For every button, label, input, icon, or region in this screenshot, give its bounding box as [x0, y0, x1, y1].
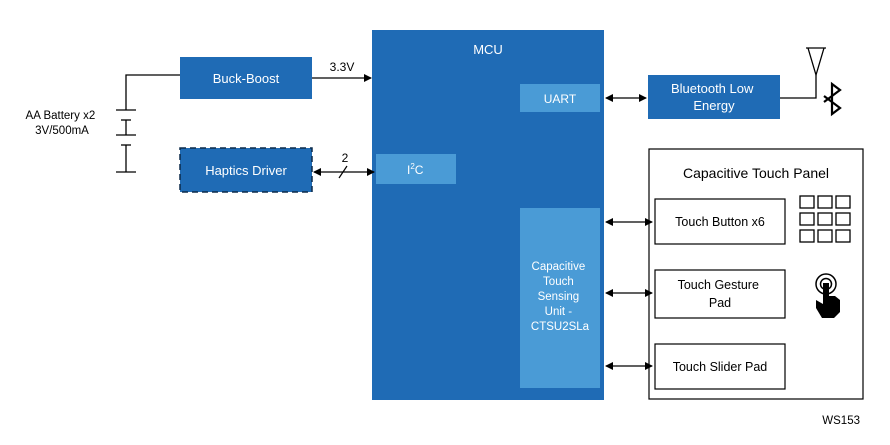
touch-gesture-label: Touch Gesture Pad — [678, 278, 763, 310]
ble-block — [648, 75, 780, 119]
ctsu-line: Capacitive — [532, 261, 586, 273]
touch-gesture-block — [654, 269, 786, 319]
touch-slider-label: Touch Slider Pad — [673, 360, 768, 374]
haptics-label: Haptics Driver — [205, 163, 287, 178]
uart-label: UART — [544, 92, 577, 106]
touch-button-block — [654, 198, 786, 245]
ctsu-line: Unit - — [545, 306, 573, 318]
battery-label: AA Battery x2 3V/500mA — [26, 110, 99, 137]
uart-block — [520, 84, 600, 112]
ctsu-line: CTSU2SLa — [531, 321, 590, 333]
buck-boost-label: Buck-Boost — [213, 71, 280, 86]
ctsu-label: Capacitive Touch Sensing Unit - CTSU2SLa — [531, 261, 590, 333]
battery-symbol — [116, 74, 180, 173]
figure-id: WS153 — [822, 415, 860, 427]
voltage-label: 3.3V — [330, 60, 355, 74]
ctsu-line: Touch — [543, 276, 574, 288]
ctsu-block — [520, 208, 600, 388]
touch-gesture-icon — [815, 273, 840, 318]
mcu-title: MCU — [473, 42, 503, 57]
touch-slider-block — [654, 343, 786, 390]
haptics-block — [179, 147, 313, 193]
i2c-block — [376, 154, 456, 184]
antenna-icon — [780, 47, 826, 99]
touch-button-label: Touch Button x6 — [675, 215, 765, 229]
bluetooth-icon — [823, 81, 842, 117]
ctsu-line: Sensing — [538, 291, 580, 303]
touch-panel-title: Capacitive Touch Panel — [683, 165, 829, 181]
bus-width-label: 2 — [342, 151, 349, 165]
i2c-label: I2C — [407, 162, 424, 177]
ble-label: Bluetooth Low Energy — [671, 81, 757, 113]
buck-boost-block — [180, 57, 312, 99]
bus-width-slash — [338, 165, 348, 179]
button-grid-icon — [799, 195, 851, 243]
